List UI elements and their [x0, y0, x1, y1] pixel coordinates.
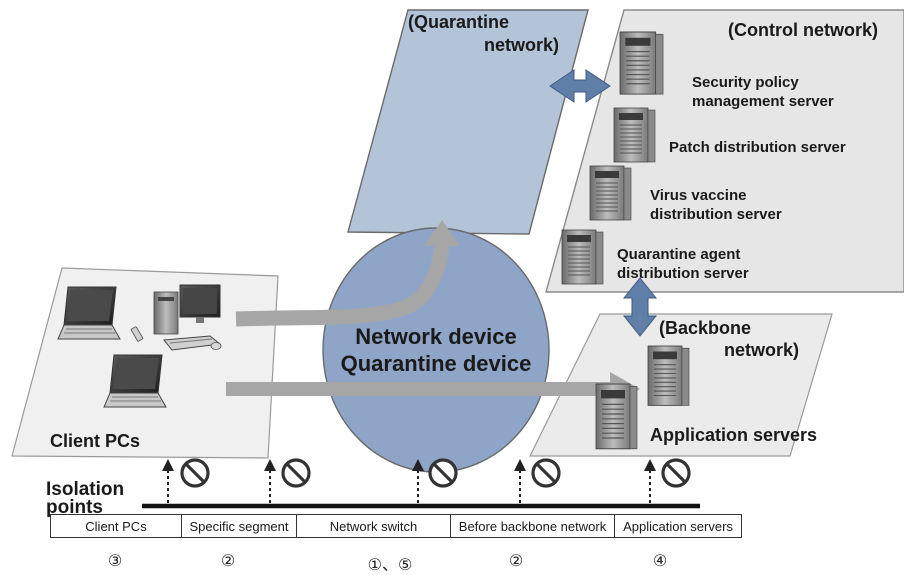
- patch-distribution-server-icon: [613, 107, 656, 163]
- quarantine-device-label: Quarantine device: [340, 351, 532, 376]
- isolation-point-before-backbone: Before backbone network: [450, 514, 615, 538]
- isolation-point-network-switch: Network switch: [296, 514, 451, 538]
- no-access-icon: [661, 458, 691, 488]
- isolation-arrow-specific-segment: [263, 458, 277, 504]
- isolation-number-application-servers: ④: [652, 551, 668, 570]
- isolation-number-before-backbone: ②: [508, 551, 524, 570]
- isolation-points-table: Client PCs Specific segment Network swit…: [50, 514, 742, 538]
- control-backbone-link-arrow: [622, 277, 658, 337]
- backbone-network-label-line2: network): [724, 340, 800, 360]
- no-access-icon: [428, 458, 458, 488]
- desktop-pc-icon: [153, 284, 222, 351]
- to-quarantine-arrow: [235, 243, 450, 327]
- mobile-phone-icon: [130, 326, 144, 342]
- isolation-number-network-switch: ①、⑤: [367, 555, 413, 574]
- virus-vaccine-server-icon: [589, 165, 632, 221]
- virus-vaccine-server-label-2: distribution server: [650, 206, 782, 223]
- control-network-label: (Control network): [728, 20, 878, 40]
- quarantine-agent-server-icon: [561, 229, 604, 285]
- patch-distribution-server-label: Patch distribution server: [669, 139, 846, 156]
- quarantine-network-label-line1: (Quarantine: [408, 12, 510, 32]
- security-policy-server-label-2: management server: [692, 93, 834, 110]
- laptop-icon: [57, 286, 121, 340]
- isolation-points-label-line2: points: [46, 497, 103, 518]
- network-device-label: Network device: [355, 324, 517, 349]
- isolation-number-client-pcs: ③: [107, 551, 123, 570]
- no-access-icon: [531, 458, 561, 488]
- application-server-icon-front: [595, 383, 638, 450]
- quarantine-control-link-arrow: [549, 69, 611, 103]
- quarantine-agent-server-label: Quarantine agent: [617, 246, 741, 263]
- backbone-network-label-line1: (Backbone: [659, 318, 752, 338]
- isolation-number-specific-segment: ②: [220, 551, 236, 570]
- security-policy-server-label: Security policy: [692, 74, 799, 91]
- to-quarantine-arrowhead: [424, 220, 460, 246]
- virus-vaccine-server-label: Virus vaccine: [650, 187, 747, 204]
- quarantine-network-label-line2: network): [484, 35, 560, 55]
- quarantine-network-panel: [347, 9, 589, 235]
- isolation-points-label-line1: Isolation: [46, 479, 125, 500]
- isolation-arrow-client-pcs: [161, 458, 175, 504]
- no-access-icon: [180, 458, 210, 488]
- no-access-icon: [281, 458, 311, 488]
- client-pcs-label: Client PCs: [50, 431, 141, 451]
- security-policy-server-icon: [619, 31, 664, 95]
- application-server-icon-back: [647, 345, 690, 406]
- isolation-point-specific-segment: Specific segment: [181, 514, 297, 538]
- laptop-icon-2: [103, 354, 167, 408]
- quarantine-agent-server-label-2: distribution server: [617, 265, 749, 282]
- isolation-point-application-servers: Application servers: [614, 514, 742, 538]
- isolation-point-client-pcs: Client PCs: [50, 514, 182, 538]
- isolation-arrow-before-backbone: [513, 458, 527, 504]
- isolation-arrow-application-servers: [643, 458, 657, 504]
- application-servers-label: Application servers: [650, 425, 818, 445]
